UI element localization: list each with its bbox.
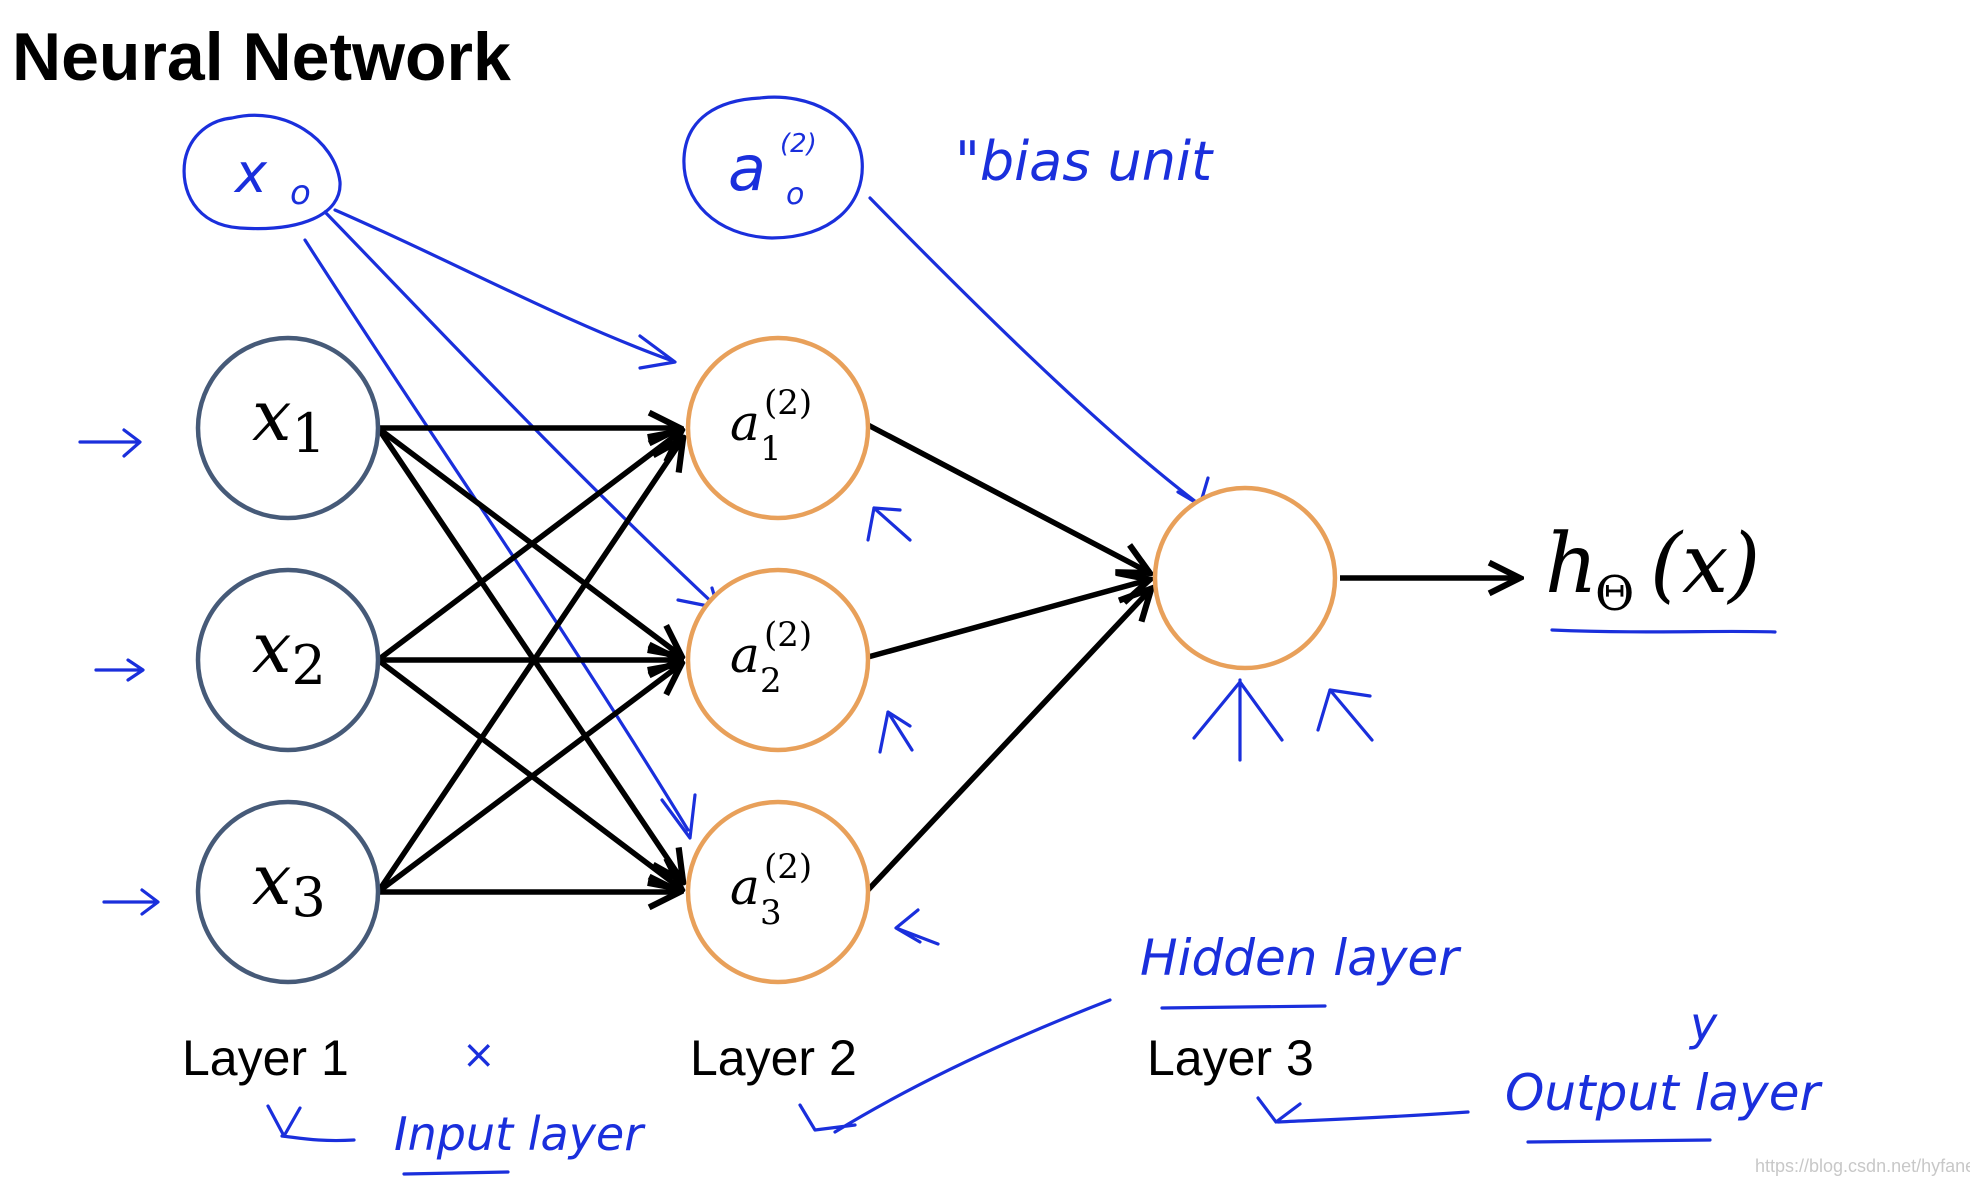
watermark: https://blog.csdn.net/hyfanel [1755, 1156, 1970, 1176]
output-layer-arrow [1256, 1096, 1470, 1124]
bias-arrow-to-a1-head [638, 334, 677, 370]
edge-a3-out [865, 590, 1150, 892]
edge-x2-a3 [376, 657, 680, 888]
hidden-layer-underline [1160, 1004, 1327, 1010]
edge-x1-a3 [375, 426, 682, 880]
hidden-layer-arrow [798, 998, 1112, 1134]
pointer-a2 [878, 710, 914, 754]
layer-3-label: Layer 3 [1147, 1030, 1314, 1086]
input-arrow-1 [78, 428, 142, 458]
output-layer-underline [1526, 1138, 1712, 1144]
output-node [1152, 485, 1338, 671]
hidden-layer-annotation: Hidden layer [798, 929, 1462, 1134]
bias-unit-label: "bias unit [955, 130, 1214, 193]
hidden-node-3-sub: 3 [760, 893, 782, 933]
input-layer-underline [402, 1170, 510, 1176]
input-node-1-label: x1 [252, 375, 326, 465]
output-y-label: y [1688, 997, 1718, 1051]
hidden-node-1 [685, 335, 871, 521]
edge-a1-out [866, 422, 1148, 572]
hidden-node-2-var: a [730, 626, 760, 684]
page-title: Neural Network [12, 19, 511, 95]
input-node-2-label: x2 [252, 607, 326, 697]
output-layer-label: Output layer [1505, 1064, 1823, 1122]
input-layer-annotation: Input layer [266, 1104, 646, 1176]
bias-arrow-to-a3 [303, 238, 690, 832]
a0-sup: (2) [780, 129, 817, 159]
pointer-a1 [866, 506, 912, 542]
x0-sub: o [290, 173, 311, 213]
bias-unit-x0: x o [182, 113, 342, 231]
input-node-3 [195, 799, 381, 985]
bias-arrow-to-a3-head [660, 793, 697, 840]
edge-x2-a1 [376, 432, 680, 663]
pointer-a3 [894, 908, 940, 946]
hidden-node-3-sup: (2) [764, 847, 812, 887]
bias-arrow-to-a2 [323, 210, 720, 610]
x0-circle [182, 113, 342, 231]
hidden-node-1-sub: 1 [760, 429, 782, 469]
hidden-node-1-var: a [730, 394, 760, 452]
bias-arrow-to-a1 [333, 208, 672, 362]
edge-x3-a2 [376, 665, 680, 895]
layer-1-mark: × [462, 1032, 496, 1078]
layer-2-label: Layer 2 [690, 1030, 857, 1086]
hidden-node-3-var: a [730, 858, 760, 916]
hidden-node-2-sup: (2) [764, 615, 812, 655]
hidden-node-1-sup: (2) [764, 383, 812, 423]
input-hidden-edges [375, 425, 682, 895]
bias-arrow-to-output [868, 196, 1202, 507]
unit-pointer-arrows [866, 506, 1374, 946]
a0-circle [682, 95, 864, 240]
a0-sub: o [786, 177, 804, 212]
input-node-2 [195, 567, 381, 753]
x0-var: x [233, 142, 268, 205]
input-arrow-2 [94, 658, 145, 682]
a0-var: a [728, 132, 766, 205]
input-layer-nodes: x1 x2 x3 [195, 335, 381, 985]
bias-unit-a0: a o (2) [682, 95, 864, 240]
hidden-node-3 [685, 799, 871, 985]
input-layer-label: Input layer [394, 1107, 646, 1161]
edge-x3-a1 [375, 440, 682, 894]
layer-1-label: Layer 1 [182, 1030, 349, 1086]
edge-a2-out [867, 580, 1148, 660]
hidden-node-2 [685, 567, 871, 753]
output-h: h [1545, 517, 1598, 612]
hidden-output-edges [865, 422, 1518, 892]
output-arg: (x) [1650, 517, 1760, 612]
output-layer-annotation: y Output layer [1256, 997, 1823, 1144]
hidden-layer-label: Hidden layer [1140, 929, 1462, 987]
output-formula: h Θ (x) [1545, 517, 1777, 634]
input-layer-arrow [266, 1104, 356, 1143]
pointer-out-2 [1316, 688, 1374, 742]
input-arrow-3 [102, 888, 160, 916]
input-node-1 [195, 335, 381, 521]
pointer-out-1 [1192, 678, 1284, 762]
hidden-node-2-sub: 2 [760, 661, 782, 701]
output-theta: Θ [1595, 566, 1634, 622]
hidden-layer-nodes: a 1 (2) a 2 (2) a 3 (2) [685, 335, 871, 985]
input-node-3-label: x3 [252, 839, 326, 929]
edge-x1-a2 [376, 425, 680, 655]
output-underline [1550, 628, 1777, 634]
bias-connections [303, 196, 1210, 840]
input-arrows [78, 428, 160, 916]
